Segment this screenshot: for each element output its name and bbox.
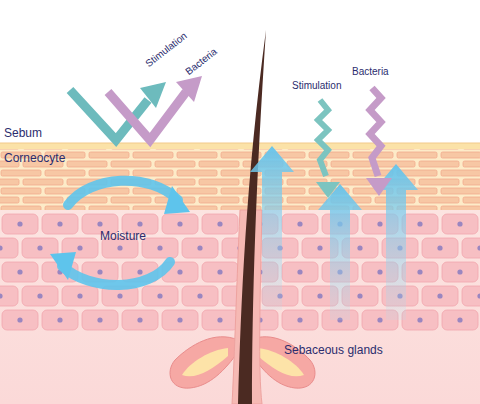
part-label: Sebaceous glands [284, 344, 383, 357]
moisture-label: Moisture [100, 230, 146, 243]
stimulus-label: Stimulation [143, 30, 189, 69]
bacteria-label: Bacteria [183, 46, 219, 77]
stimulus-label: Stimulation [292, 80, 341, 91]
layer-label: Corneocyte [4, 152, 65, 165]
bacteria-label: Bacteria [352, 66, 389, 77]
layer-label: Sebum [4, 127, 42, 140]
